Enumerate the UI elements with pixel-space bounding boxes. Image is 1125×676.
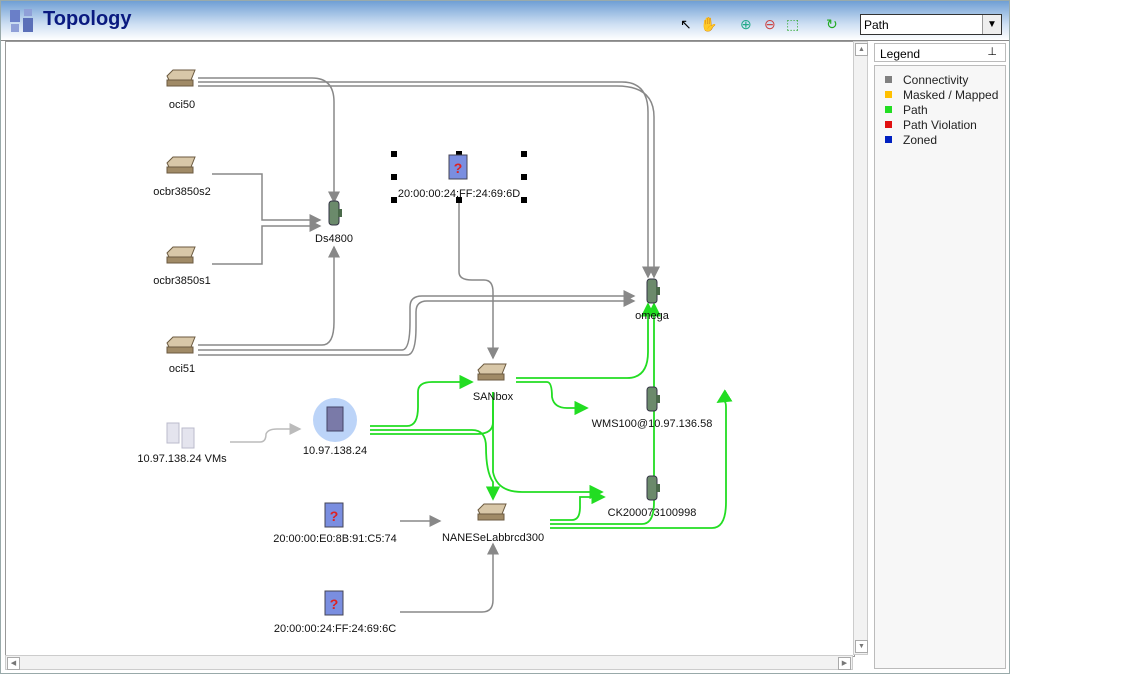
- storage-node-icon[interactable]: [646, 278, 660, 304]
- topology-canvas[interactable]: ??? oci50 ocbr3850s2 ocbr3850s1 oci51 Ds4800…: [5, 41, 855, 657]
- scroll-left-icon[interactable]: ◀: [7, 657, 20, 670]
- legend-swatch: [885, 76, 892, 83]
- host-node-icon[interactable]: [313, 398, 357, 442]
- chevron-down-icon[interactable]: ▼: [982, 15, 1001, 34]
- legend-label: Connectivity: [903, 73, 969, 87]
- unknown-node-icon[interactable]: ?: [448, 154, 468, 180]
- legend-swatch: [885, 136, 892, 143]
- legend-item: Path Violation: [885, 118, 977, 132]
- storage-node-icon[interactable]: [646, 475, 660, 501]
- switch-node-icon[interactable]: [166, 336, 196, 354]
- legend-item: Masked / Mapped: [885, 88, 998, 102]
- pin-icon[interactable]: ⊥: [987, 46, 997, 58]
- node-label: NANESeLabbrcd300: [441, 532, 545, 544]
- legend-title: Legend: [880, 47, 921, 61]
- node-label: CK200073100998: [607, 507, 697, 519]
- zoom-out-icon[interactable]: ⊖: [764, 16, 776, 32]
- legend-swatch: [885, 91, 892, 98]
- node-label: oci50: [168, 99, 196, 111]
- topology-window: Topology ↖ ✋ ⊕ ⊖ ⬚ ↻ Path ▼ ??? oci50 ocbr…: [0, 0, 1010, 674]
- path-edges: [370, 302, 733, 529]
- selection-handles: [391, 151, 527, 203]
- legend-item: Zoned: [885, 133, 937, 147]
- legend-header: Legend ⊥: [874, 43, 1006, 62]
- node-label: Ds4800: [315, 233, 353, 245]
- header: Topology ↖ ✋ ⊕ ⊖ ⬚ ↻ Path ▼: [1, 1, 1009, 41]
- storage-node-icon[interactable]: [646, 386, 660, 412]
- svg-text:?: ?: [330, 508, 339, 524]
- page-title: Topology: [43, 8, 132, 30]
- horizontal-scrollbar[interactable]: ◀▶: [5, 655, 853, 670]
- node-label: 10.97.138.24: [302, 445, 368, 457]
- storage-node-icon[interactable]: [328, 200, 342, 226]
- connectivity-edges: [198, 77, 660, 613]
- node-label: 20:00:00:24:FF:24:69:6C: [273, 623, 397, 635]
- topology-graph: ???: [166, 69, 733, 616]
- legend-label: Path: [903, 103, 928, 117]
- node-label: ocbr3850s1: [153, 275, 211, 287]
- zoom-in-icon[interactable]: ⊕: [740, 16, 752, 32]
- node-label: 20:00:00:24:FF:24:69:6D: [397, 188, 521, 200]
- pointer-icon[interactable]: ↖: [680, 16, 692, 32]
- topology-logo-icon: [10, 9, 33, 32]
- legend-item: Connectivity: [885, 73, 968, 87]
- switch-node-icon[interactable]: [477, 363, 507, 381]
- switch-node-icon[interactable]: [166, 156, 196, 174]
- unknown-node-icon[interactable]: ?: [324, 590, 344, 616]
- fit-to-window-icon[interactable]: ⬚: [786, 16, 800, 32]
- refresh-icon[interactable]: ↻: [826, 16, 838, 32]
- scroll-up-icon[interactable]: ▲: [855, 43, 868, 56]
- node-label: 10.97.138.24 VMs: [137, 453, 227, 465]
- view-select[interactable]: Path ▼: [860, 14, 1002, 35]
- legend-label: Zoned: [903, 133, 938, 147]
- svg-text:?: ?: [454, 160, 463, 176]
- scroll-right-icon[interactable]: ▶: [838, 657, 851, 670]
- legend-swatch: [885, 106, 892, 113]
- node-label: oci51: [168, 363, 196, 375]
- legend-label: Path Violation: [903, 118, 977, 132]
- scroll-down-icon[interactable]: ▼: [855, 640, 868, 653]
- legend-label: Masked / Mapped: [903, 88, 999, 102]
- switch-node-icon[interactable]: [166, 69, 196, 87]
- switch-node-icon[interactable]: [477, 503, 507, 521]
- switch-node-icon[interactable]: [166, 246, 196, 264]
- unknown-node-icon[interactable]: ?: [324, 502, 344, 528]
- node-label: ocbr3850s2: [153, 186, 211, 198]
- vertical-scrollbar[interactable]: ▲▼: [853, 41, 868, 655]
- node-label: 20:00:00:E0:8B:91:C5:74: [273, 533, 397, 545]
- legend-item: Path: [885, 103, 928, 117]
- node-label: omega: [635, 310, 669, 322]
- legend-swatch: [885, 121, 892, 128]
- node-label: SANbox: [472, 391, 514, 403]
- svg-text:?: ?: [330, 596, 339, 612]
- vms-node-icon[interactable]: [166, 422, 195, 449]
- hand-pan-icon[interactable]: ✋: [700, 16, 718, 32]
- view-select-value: Path: [864, 18, 889, 32]
- node-label: WMS100@10.97.136.58: [591, 418, 713, 430]
